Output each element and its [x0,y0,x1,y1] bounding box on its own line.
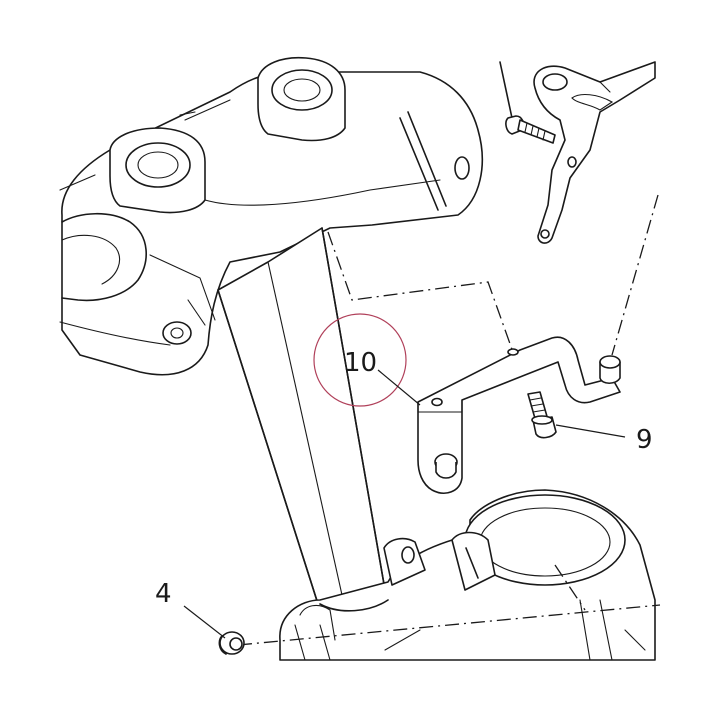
leader-line-4 [183,605,226,639]
assembly-lines [237,194,661,646]
leader-line-9 [555,424,626,438]
bracket-part-10 [417,336,621,494]
callout-9: 9 [636,425,653,455]
steering-stem [217,227,386,609]
screw-top [499,61,556,144]
lower-triple-clamp [279,489,656,661]
upper-triple-clamp [59,56,484,376]
callout-10: 10 [344,348,377,378]
callout-4: 4 [155,579,172,609]
leader-line-10 [377,369,421,406]
washer-part-4 [218,631,245,655]
highlight-circle [313,313,407,407]
bolt-part-9 [527,391,557,439]
instrument-bracket-upper [533,61,656,244]
